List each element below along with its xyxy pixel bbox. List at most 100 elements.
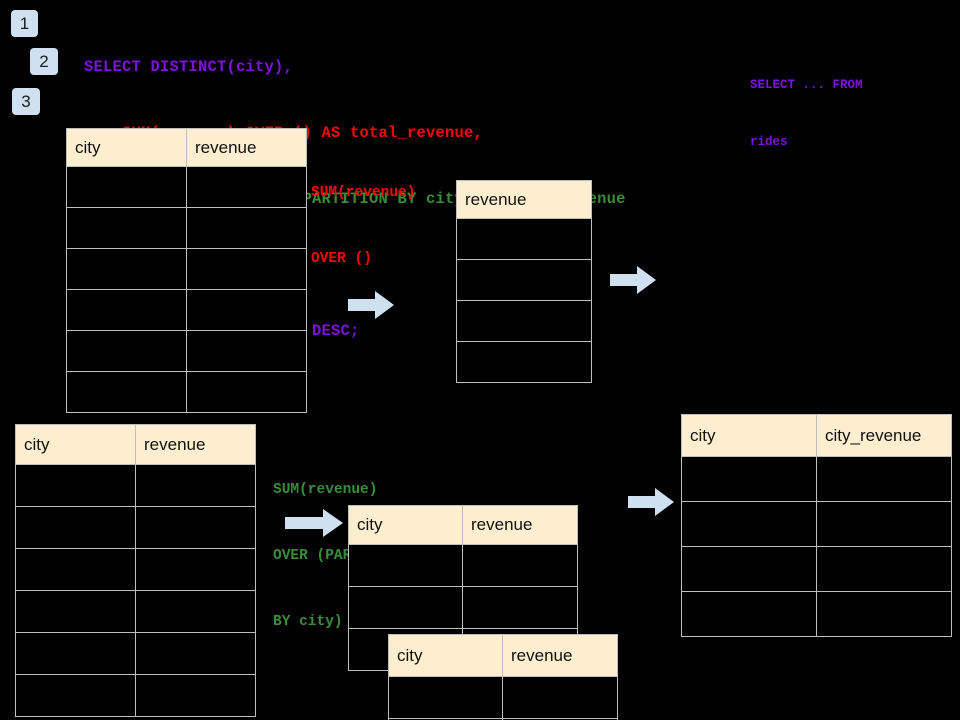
step-badge-3-label: 3 <box>21 92 31 111</box>
table-source-bottom: city revenue <box>15 424 256 717</box>
annotation-total-revenue: SUM(revenue) OVER () <box>311 138 415 314</box>
table-row <box>66 371 307 413</box>
column-header-revenue: revenue <box>186 128 307 167</box>
step-badge-2-label: 2 <box>39 52 49 71</box>
table-row <box>681 591 952 637</box>
step-badge-1-label: 1 <box>19 14 30 33</box>
cell-revenue <box>135 464 256 507</box>
cell-city-revenue <box>816 591 952 637</box>
select-from-rides-note: SELECT ... FROM rides <box>750 38 863 190</box>
cell-revenue <box>462 586 578 629</box>
cell-revenue <box>135 674 256 717</box>
table-header-row: city revenue <box>348 505 578 545</box>
cell-city <box>15 506 136 549</box>
cell-city <box>66 166 187 208</box>
table-row <box>456 300 592 342</box>
arrow-total-to-result <box>610 266 656 294</box>
table-row <box>388 676 618 719</box>
table-row <box>15 464 256 507</box>
cell-revenue <box>135 548 256 591</box>
cell-revenue <box>456 259 592 301</box>
cell-city <box>681 591 817 637</box>
column-header-city: city <box>681 414 817 457</box>
sql-line-select: SELECT DISTINCT(city), <box>84 58 294 76</box>
step-badge-3: 3 <box>12 88 40 115</box>
cell-city <box>388 676 503 719</box>
annotation-city-revenue-line-3: BY city) <box>273 614 343 630</box>
column-header-revenue: revenue <box>502 634 618 677</box>
cell-city <box>681 501 817 547</box>
table-row <box>66 207 307 249</box>
cell-revenue <box>502 676 618 719</box>
table-row <box>348 586 578 629</box>
table-header-row: city revenue <box>388 634 618 677</box>
cell-revenue <box>186 248 307 290</box>
column-header-city: city <box>348 505 463 545</box>
annotation-total-revenue-line-2: OVER () <box>311 251 372 267</box>
table-row <box>66 330 307 372</box>
cell-city <box>681 546 817 592</box>
cell-city <box>66 371 187 413</box>
table-row <box>15 674 256 717</box>
table-header-row: city revenue <box>66 128 307 167</box>
table-row <box>66 289 307 331</box>
cell-revenue <box>456 341 592 383</box>
table-row <box>456 259 592 301</box>
cell-revenue <box>135 506 256 549</box>
column-header-city-revenue: city_revenue <box>816 414 952 457</box>
column-header-revenue: revenue <box>135 424 256 465</box>
table-row <box>15 548 256 591</box>
table-total-revenue: revenue <box>456 180 592 383</box>
table-row <box>66 248 307 290</box>
table-body <box>388 676 618 720</box>
table-row <box>681 546 952 592</box>
cell-revenue <box>186 289 307 331</box>
table-row <box>388 718 618 720</box>
cell-revenue <box>456 300 592 342</box>
cell-city-revenue <box>816 546 952 592</box>
column-header-city: city <box>388 634 503 677</box>
cell-city-revenue <box>816 456 952 502</box>
step-badge-1: 1 <box>11 10 38 37</box>
select-from-rides-note-line-1: SELECT ... FROM <box>750 78 863 92</box>
cell-revenue <box>186 166 307 208</box>
cell-city <box>66 289 187 331</box>
cell-city-revenue <box>816 501 952 547</box>
cell-city <box>15 632 136 675</box>
cell-city <box>66 207 187 249</box>
table-row <box>15 590 256 633</box>
step-badge-2: 2 <box>30 48 58 75</box>
cell-city <box>348 544 463 587</box>
column-header-city: city <box>15 424 136 465</box>
cell-revenue <box>135 590 256 633</box>
annotation-total-revenue-line-1: SUM(revenue) <box>311 185 416 201</box>
table-row <box>681 501 952 547</box>
arrow-partition-to-result <box>628 488 674 516</box>
table-partition-front: city revenue <box>388 634 618 720</box>
table-row <box>15 632 256 675</box>
cell-city <box>681 456 817 502</box>
table-row <box>348 544 578 587</box>
cell-city <box>66 248 187 290</box>
cell-city <box>15 674 136 717</box>
arrow-source-to-total <box>348 291 394 319</box>
table-row <box>681 456 952 502</box>
table-header-row: revenue <box>456 180 592 219</box>
cell-revenue <box>456 218 592 260</box>
cell-revenue <box>186 330 307 372</box>
cell-city <box>15 590 136 633</box>
column-header-revenue: revenue <box>462 505 578 545</box>
table-row <box>456 341 592 383</box>
table-row <box>15 506 256 549</box>
cell-city <box>15 548 136 591</box>
cell-revenue <box>186 371 307 413</box>
column-header-revenue: revenue <box>456 180 592 219</box>
table-row <box>456 218 592 260</box>
table-row <box>66 166 307 208</box>
table-body <box>66 166 307 413</box>
column-header-city: city <box>66 128 187 167</box>
annotation-city-revenue-line-1: SUM(revenue) <box>273 482 378 498</box>
cell-revenue <box>186 207 307 249</box>
table-result: city city_revenue <box>681 414 952 637</box>
cell-city <box>15 464 136 507</box>
